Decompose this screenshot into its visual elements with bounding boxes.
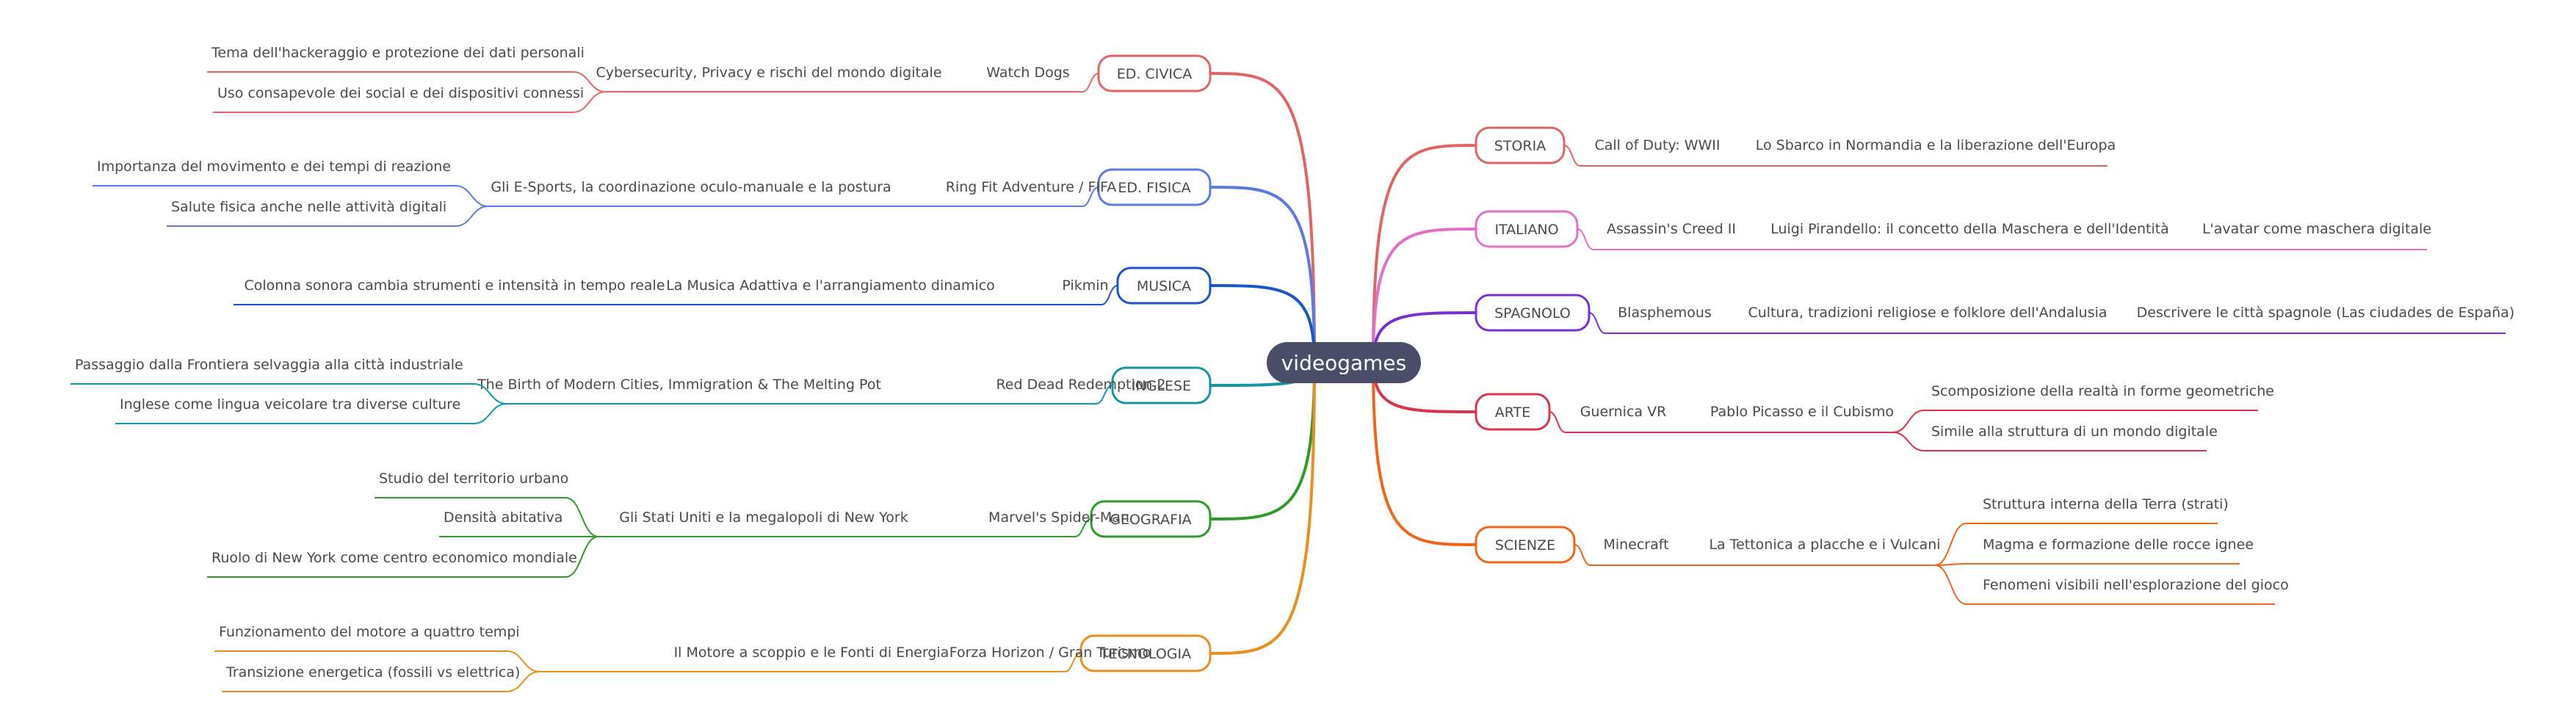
leaf-label: Importanza del movimento e dei tempi di … bbox=[97, 159, 451, 175]
branch-curve bbox=[565, 536, 599, 578]
leaf-label: Magma e formazione delle rocce ignee bbox=[1983, 537, 2254, 553]
game-label: Pikmin bbox=[1062, 277, 1108, 294]
leaf-label: Uso consapevole dei social e dei disposi… bbox=[217, 85, 584, 101]
leaf-label: Funzionamento del motore a quattro tempi bbox=[219, 624, 520, 640]
game-label: Watch Dogs bbox=[986, 65, 1069, 81]
leaf-label: Ruolo di New York come centro economico … bbox=[211, 550, 577, 566]
subject-label: STORIA bbox=[1494, 138, 1546, 154]
leaf-label: Transizione energetica (fossili vs elett… bbox=[225, 664, 520, 680]
chain-label: La Tettonica a placche e i Vulcani bbox=[1709, 537, 1940, 553]
leaf-label: Salute fisica anche nelle attività digit… bbox=[171, 199, 446, 215]
subject-label: MUSICA bbox=[1137, 278, 1191, 294]
center-label: videogames bbox=[1281, 351, 1407, 375]
topic-label: Gli Stati Uniti e la megalopoli di New Y… bbox=[619, 509, 908, 526]
chain-label: Assassin's Creed II bbox=[1607, 221, 1736, 237]
branch-curve bbox=[1096, 385, 1113, 404]
chain-label: Cultura, tradizioni religiose e folklore… bbox=[1748, 305, 2107, 321]
leaf-label: Fenomeni visibili nell'esplorazione del … bbox=[1983, 577, 2289, 593]
main-branch bbox=[1209, 362, 1316, 655]
branch-curve bbox=[1549, 411, 1566, 433]
topic-label: Gli E-Sports, la coordinazione oculo-man… bbox=[491, 179, 891, 195]
game-label: Marvel's Spider-Man bbox=[988, 509, 1129, 526]
leaf-label: Passaggio dalla Frontiera selvaggia alla… bbox=[75, 357, 463, 373]
branch-curve bbox=[455, 185, 489, 207]
main-branch bbox=[1209, 186, 1316, 363]
branch-curve bbox=[1082, 186, 1099, 207]
branch-curve bbox=[572, 91, 607, 113]
game-label: Ring Fit Adventure / FIFA bbox=[946, 179, 1116, 195]
branch-curve bbox=[565, 497, 599, 537]
chain-label: Blasphemous bbox=[1618, 305, 1712, 321]
branch-curve bbox=[572, 71, 607, 92]
topic-label: The Birth of Modern Cities, Immigration … bbox=[477, 377, 881, 393]
subject-label: GEOGRAFIA bbox=[1110, 512, 1191, 528]
topic-label: La Musica Adattiva e l'arrangiamento din… bbox=[666, 277, 995, 294]
subject-label: INGLESE bbox=[1132, 378, 1191, 394]
branch-curve bbox=[1892, 410, 1925, 433]
subject-label: ARTE bbox=[1495, 404, 1530, 421]
game-label: Red Dead Redemption 2 bbox=[996, 377, 1165, 393]
main-branch bbox=[1209, 284, 1316, 363]
branch-curve bbox=[1574, 544, 1591, 566]
main-branch bbox=[1372, 228, 1477, 363]
branch-curve bbox=[1577, 228, 1594, 250]
chain-label: Luigi Pirandello: il concetto della Masc… bbox=[1770, 221, 2169, 237]
chain-label: Guernica VR bbox=[1580, 404, 1667, 420]
branch-curve bbox=[473, 403, 507, 424]
subject-label: ED. FISICA bbox=[1118, 180, 1190, 196]
game-label: Forza Horizon / Gran Turismo bbox=[949, 645, 1151, 661]
branch-curve bbox=[1588, 312, 1606, 334]
main-branch bbox=[1209, 72, 1316, 363]
branch-curve bbox=[1934, 523, 1967, 566]
subject-label: SCIENZE bbox=[1495, 537, 1555, 553]
branch-curve bbox=[506, 650, 540, 672]
branch-curve bbox=[1074, 518, 1092, 537]
subject-label: ITALIANO bbox=[1494, 222, 1558, 238]
topic-label: Il Motore a scoppio e le Fonti di Energi… bbox=[674, 645, 949, 661]
leaf-label: Scomposizione della realtà in forme geom… bbox=[1931, 383, 2274, 399]
subject-label: SPAGNOLO bbox=[1494, 305, 1571, 322]
branch-curve bbox=[1082, 73, 1099, 92]
leaf-label: Tema dell'hackeraggio e protezione dei d… bbox=[211, 45, 585, 61]
chain-label: Lo Sbarco in Normandia e la liberazione … bbox=[1756, 137, 2116, 153]
leaf-label: Colonna sonora cambia strumenti e intens… bbox=[244, 277, 665, 294]
branch-curve bbox=[1064, 653, 1082, 672]
chain-label: Minecraft bbox=[1603, 537, 1668, 553]
chain-label: Pablo Picasso e il Cubismo bbox=[1710, 404, 1894, 420]
branch-curve bbox=[473, 383, 507, 404]
leaf-label: Inglese come lingua veicolare tra divers… bbox=[120, 396, 460, 413]
branch-curve bbox=[1934, 565, 1967, 605]
main-branch bbox=[1372, 362, 1477, 546]
chain-label: Call of Duty: WWII bbox=[1594, 137, 1720, 153]
chain-label: Descrivere le città spagnole (Las ciudad… bbox=[2137, 305, 2515, 321]
subject-label: TECNOLOGIA bbox=[1099, 646, 1191, 662]
leaf-label: Struttura interna della Terra (strati) bbox=[1983, 496, 2229, 512]
leaf-label: Densità abitativa bbox=[444, 509, 562, 526]
main-branch bbox=[1372, 144, 1477, 363]
topic-label: Cybersecurity, Privacy e rischi del mond… bbox=[596, 65, 941, 81]
subject-label: ED. CIVICA bbox=[1117, 66, 1192, 82]
branch-curve bbox=[1892, 432, 1925, 451]
branch-curve bbox=[1101, 285, 1118, 305]
branch-curve bbox=[506, 671, 540, 692]
branch-curve bbox=[1563, 145, 1581, 167]
chain-label: L'avatar come maschera digitale bbox=[2202, 221, 2431, 237]
leaf-label: Simile alla struttura di un mondo digita… bbox=[1931, 424, 2218, 440]
center-node[interactable] bbox=[1267, 342, 1421, 383]
leaf-label: Studio del territorio urbano bbox=[379, 471, 568, 487]
branch-curve bbox=[455, 206, 489, 227]
